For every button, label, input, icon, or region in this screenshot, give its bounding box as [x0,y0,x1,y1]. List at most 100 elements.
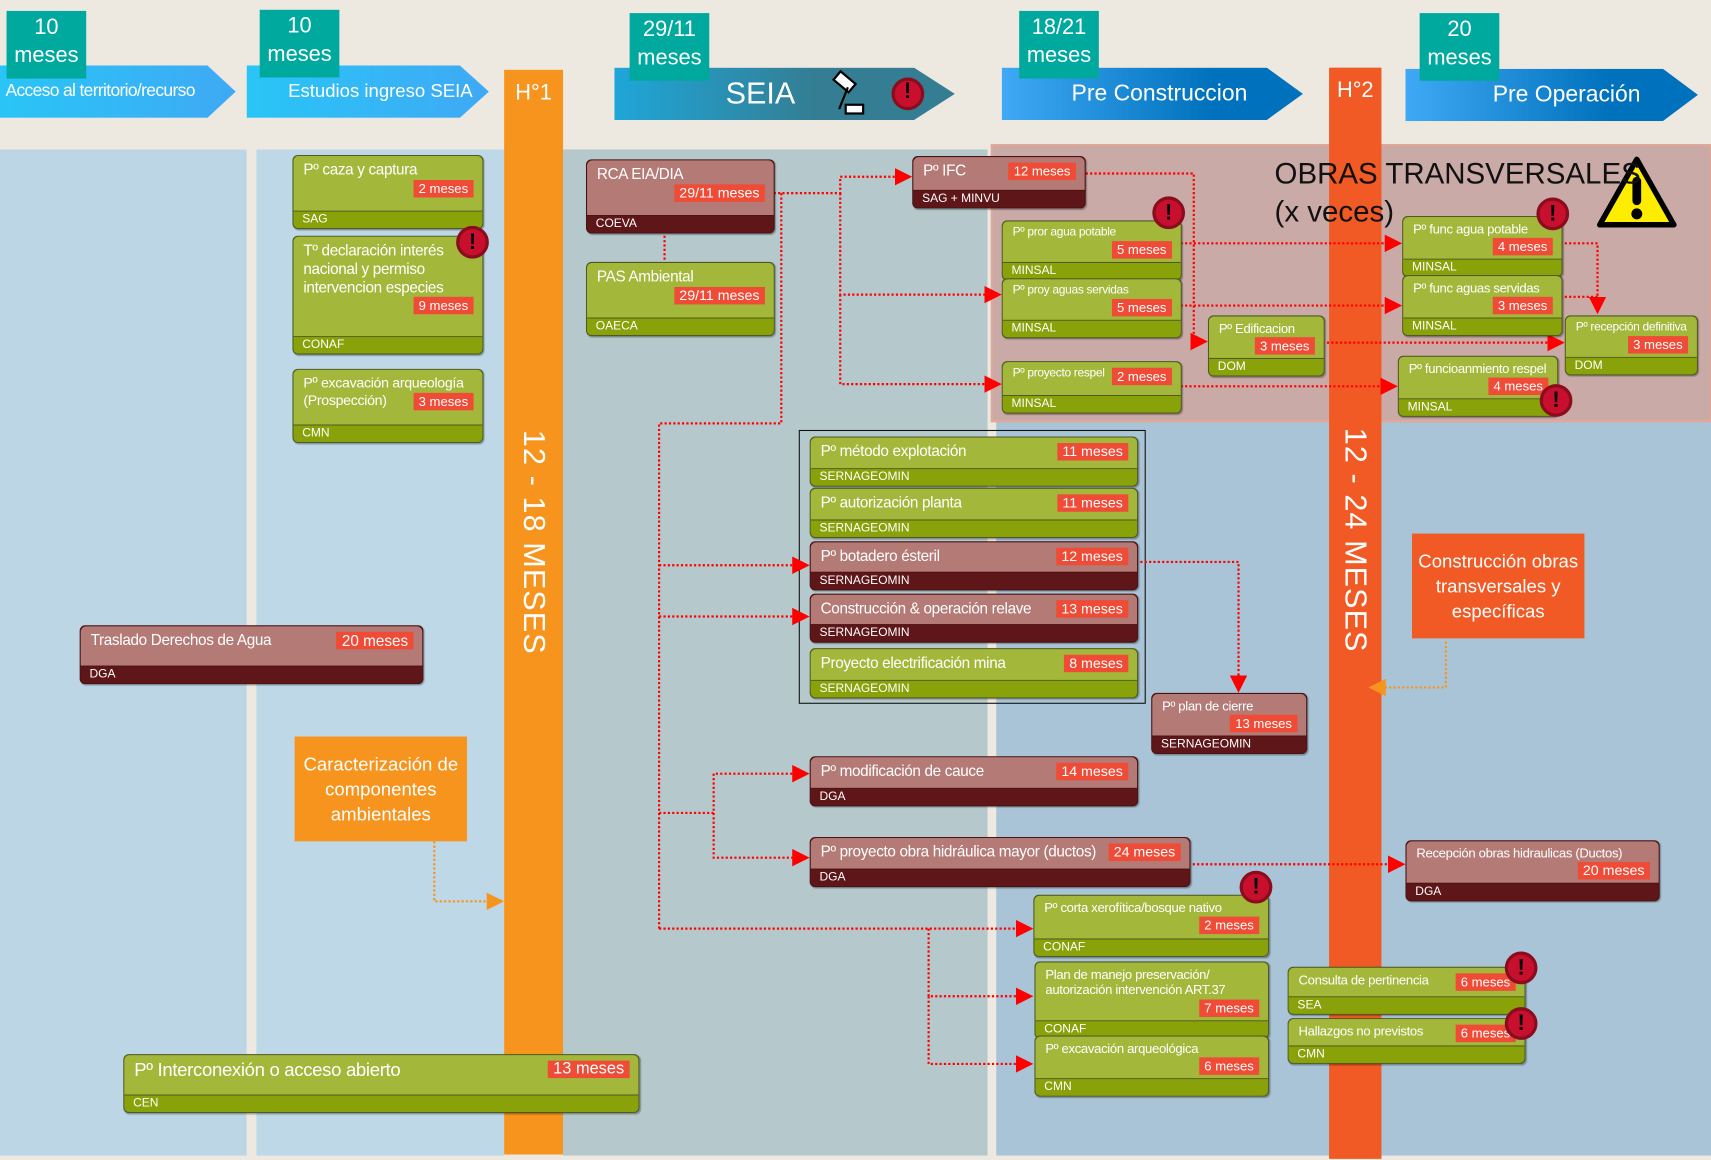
duration-badge: 13 meses [1229,715,1298,733]
card-title: Pº funcioanmiento respel [1408,361,1547,377]
connector [1368,641,1447,697]
connector [1135,560,1248,693]
exclamation-circle-icon: ! [1504,951,1538,985]
duration-badge: 4 meses [1488,377,1549,396]
duration-badge: 8 meses [1063,654,1129,673]
card-agency: CMN [293,424,483,442]
card-agency: SERNAGEOMIN [810,468,1138,486]
milestone-duration: 12 - 24 MESES [1338,427,1373,653]
connector [659,764,810,815]
card-title: Pº IFC [923,161,966,179]
card-agency: SERNAGEOMIN [810,624,1138,642]
card-body: Tº declaración interés nacional y permis… [293,236,483,337]
duration-badge: 20 meses [1577,862,1650,880]
card-agency: MINSAL [1002,319,1181,338]
card-body: Recepción obras hidraulicas (Ductos)20 m… [1406,841,1659,884]
card-title: Tº declaración interés nacional y permis… [303,241,444,296]
card-agency: SERNAGEOMIN [1152,735,1307,754]
connector [657,193,783,930]
duration-badge: 2 meses [1198,917,1260,935]
connector [1085,172,1208,351]
duration-badge: 11 meses [1056,494,1129,512]
connector [927,928,1034,1005]
permit-card: Pº excavación arqueología (Prospección)3… [292,368,484,444]
card-body: Pº pror agua potable 5 meses [1002,221,1181,263]
card-agency: DGA [80,665,423,684]
milestone-h1: H°1 12 - 18 MESES [504,69,564,1155]
card-title: Pº pror agua potable [1012,225,1117,239]
exclamation-circle-icon: ! [1504,1007,1538,1040]
card-agency: CONAF [1034,938,1268,956]
connector [839,294,1002,393]
card-title: Pº plan de cierre [1162,698,1254,714]
card-agency: SERNAGEOMIN [810,571,1138,590]
card-title: Traslado Derechos de Agua [90,630,272,649]
duration-badge: 20 meses [336,631,414,650]
exclamation-circle-icon: ! [456,225,489,259]
note-construccion: Construcción obras transversales y espec… [1412,533,1585,639]
obras-title: OBRAS TRANSVERSALES(x veces) [1275,155,1641,231]
permit-card: Tº declaración interés nacional y permis… [292,235,484,355]
duration-badge: 5 meses [1111,241,1172,259]
duration-badge: 5 meses [1111,299,1172,317]
card-agency: MINSAL [1403,317,1562,336]
card-title: Pº proyecto respel [1012,366,1105,380]
card-title: Plan de manejo preservación/ autorizació… [1045,966,1226,998]
phase-months: 20 meses [1419,13,1500,81]
card-agency: OAECA [587,317,774,335]
card-title: Pº excavación arqueología (Prospección) [303,374,464,408]
obras-subtitle: (x veces) [1274,195,1395,229]
duration-badge: 7 meses [1198,999,1260,1017]
card-title: Pº Edificacion [1218,320,1295,337]
milestone-duration: 12 - 18 MESES [517,429,552,655]
connector [712,812,810,867]
card-title: Pº proy aguas servidas [1012,283,1129,297]
card-agency: SAG [293,210,483,229]
duration-badge: 13 meses [1055,600,1129,618]
card-title: Pº corta xerofítica/bosque nativo [1044,900,1222,916]
card-agency: CONAF [1035,1020,1268,1038]
duration-badge: 13 meses [547,1060,630,1079]
card-title: Pº caza y captura [303,160,418,178]
duration-badge: 12 meses [1055,547,1129,566]
connector [433,841,505,911]
card-title: Pº método explotación [820,441,967,460]
card-agency: CEN [124,1094,639,1112]
card-title: Pº proyecto obra hidráulica mayor (ducto… [820,842,1097,860]
card-title: Hallazgos no previstos [1298,1023,1424,1039]
card-body: Traslado Derechos de Agua 20 meses [80,626,423,666]
card-agency: MINSAL [1403,259,1562,277]
card-title: Pº modificación de cauce [820,761,985,780]
duration-badge: 4 meses [1492,238,1553,256]
milestone-label: H°1 [515,80,552,105]
duration-badge: 2 meses [413,179,474,198]
exclamation-circle-icon: ! [1539,384,1573,417]
phase-label: Pre Operación [1492,81,1641,107]
card-agency: DGA [810,787,1138,806]
card-agency: DGA [810,868,1190,887]
card-title: Consulta de pertinencia [1298,972,1429,988]
gavel-icon [831,69,865,115]
